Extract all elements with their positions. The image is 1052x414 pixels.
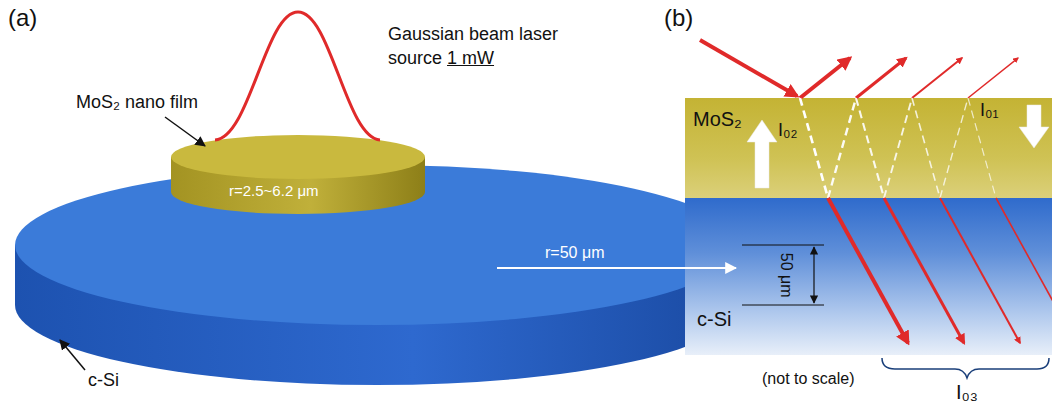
reflected-ray (856, 58, 906, 98)
reflected-ray (800, 58, 850, 98)
node-text: I₀₂ (778, 120, 797, 141)
reflected-ray (912, 58, 962, 98)
figure-label: 50 μm (776, 253, 794, 298)
internal-ray (856, 98, 884, 198)
layer-band: MoS₂ I₀₂ I₀₁ (685, 98, 1052, 198)
figure-label: Gaussian beam laser (388, 24, 558, 45)
internal-ray (940, 98, 968, 198)
figure-label: (b) (664, 4, 693, 32)
figure-label: 1 mW (447, 48, 494, 69)
intensity-arrow (1019, 105, 1049, 148)
dimension-line (742, 305, 824, 306)
incident-ray (700, 40, 797, 96)
internal-ray (912, 98, 940, 198)
figure-label: (not to scale) (762, 370, 854, 388)
node-text: r=2.5~6.2 μm (229, 182, 319, 199)
brace (882, 358, 1049, 378)
internal-ray (968, 98, 996, 198)
radius-arrow (497, 267, 736, 269)
layer-band: c-Si (685, 198, 1052, 355)
node-text: r=50 μm (545, 244, 604, 262)
internal-ray (884, 98, 912, 198)
leader-line (60, 340, 85, 370)
gaussian-beam (215, 12, 380, 140)
leader-line (165, 117, 205, 146)
dimension-line (742, 245, 824, 246)
transmitted-ray (996, 198, 1052, 343)
figure-label: source (388, 48, 442, 69)
disk-shape (171, 135, 425, 215)
figure-label: MoS₂ nano film (76, 92, 198, 113)
node-text: I₀₁ (980, 100, 999, 121)
disk-top (171, 135, 425, 179)
node-text: c-Si (697, 308, 731, 331)
figure-label: c-Si (88, 370, 119, 391)
intensity-arrow (747, 120, 777, 188)
node-text: MoS₂ (693, 108, 742, 131)
internal-ray (828, 98, 856, 198)
disk: r=2.5~6.2 μm (171, 135, 425, 215)
figure-label: (a) (8, 4, 37, 32)
figure-label: I₀₃ (956, 381, 978, 404)
reflected-ray (968, 58, 1018, 98)
internal-ray (800, 98, 828, 198)
dimension-arrow (813, 247, 814, 303)
